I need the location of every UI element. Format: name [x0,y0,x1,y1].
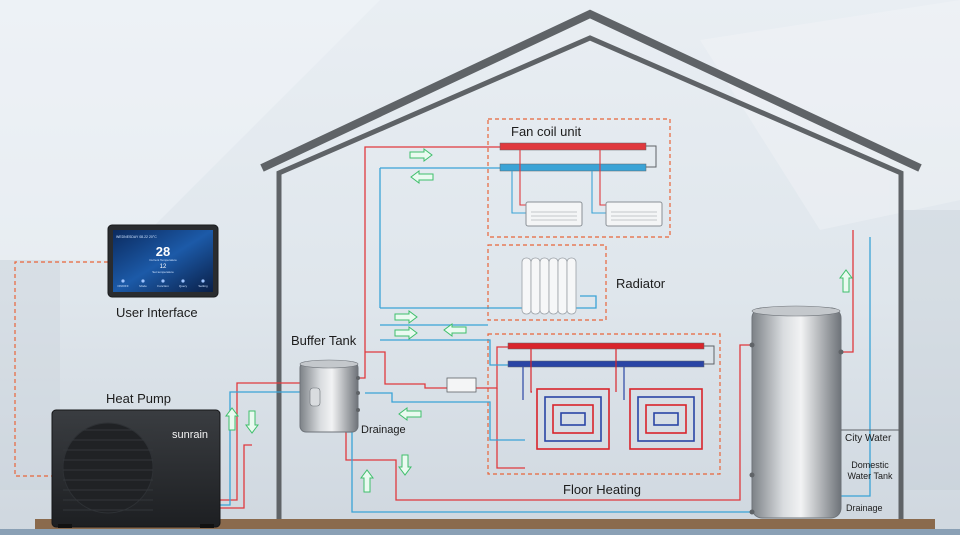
ui-menu-query: Query [179,284,188,288]
fan-coil-box [487,118,671,238]
ground-base [0,529,960,535]
supply-pipes [218,146,854,509]
radiator-unit [521,257,577,315]
floor-heating-loop-right [615,349,703,450]
radiator-box [487,244,607,321]
floor-heating-box [487,333,721,475]
house-outline [260,9,922,519]
return-pipes [218,167,871,513]
ui-menu-onoff: ON/OFF [117,284,128,288]
ui-cable [14,261,108,477]
label-drainage-buffer: Drainage [361,424,406,436]
fan-coil-indoor-unit-right [605,201,663,227]
domestic-water-tank [749,305,844,519]
mode-icon [141,279,145,283]
label-floor-heating: Floor Heating [563,482,642,497]
label-city-water: City Water [845,433,892,444]
heat-pump-brand: sunrain [172,429,208,441]
label-domestic-water-tank: Domestic Water Tank [842,460,898,482]
onoff-icon [121,279,125,283]
heat-pump-unit: sunrain [51,409,221,528]
query-icon [181,279,185,283]
flow-arrows [225,148,853,493]
setting-icon [201,279,205,283]
floor-heating-manifold [507,342,715,368]
label-buffer-tank: Buffer Tank [291,333,357,348]
ui-screen-set-caption: Set temperature [152,270,174,274]
ui-screen-temp-caption: Current Temperature [149,258,177,262]
fan-coil-indoor-unit-left [525,201,583,227]
ui-menu-function: Function [157,284,169,288]
label-user-interface: User Interface [116,305,198,320]
floor-heating-loop-left [522,349,610,450]
pipe-valve [446,377,477,393]
dashed-outlines [14,118,721,477]
fan-coil-unit [499,142,663,227]
ui-menu-setting: Setting [198,284,208,288]
label-radiator: Radiator [616,276,666,291]
label-heat-pump: Heat Pump [106,391,172,406]
user-interface-tablet: WEDNESDAY 08.22 20°C 28 Current Temperat… [107,224,219,298]
label-domestic-line1: Domestic [851,460,889,470]
label-domestic-line2: Water Tank [847,471,893,481]
ground-strip [35,519,935,529]
function-icon [161,279,165,283]
ui-screen-big-temp: 28 [156,244,170,259]
ui-screen-menu: ON/OFF Mode Function Query Setting [117,279,208,288]
label-fan-coil-unit: Fan coil unit [511,124,582,139]
ui-screen-status: WEDNESDAY 08.22 20°C [116,235,157,239]
label-drainage-tank: Drainage [846,503,883,513]
ui-menu-mode: Mode [139,284,147,288]
ui-screen-set-temp: 12 [160,264,167,270]
buffer-tank [299,359,360,433]
